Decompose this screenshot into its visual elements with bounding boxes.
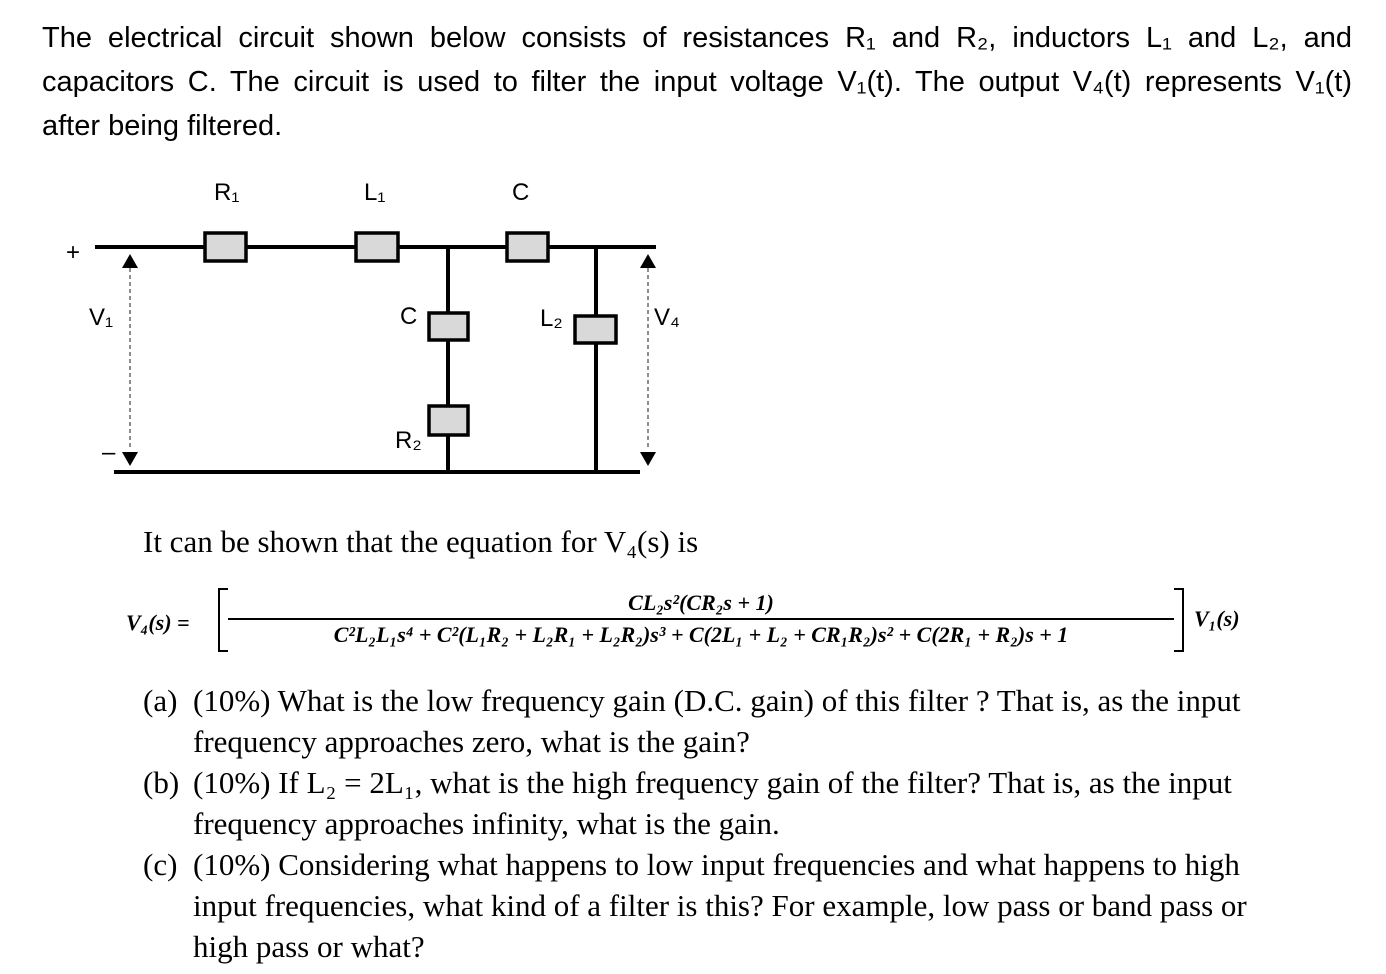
minus-sign: –	[102, 439, 116, 466]
l1-label: L₁	[364, 179, 385, 206]
question-line: input frequencies, what kind of a filter…	[193, 888, 1247, 923]
question-line: (10%) Considering what happens to low in…	[193, 847, 1240, 882]
question-line: (10%) What is the low frequency gain (D.…	[193, 683, 1241, 718]
l2-inductor	[573, 314, 618, 345]
r2-label: R₂	[395, 427, 422, 454]
question-body: (10%) What is the low frequency gain (D.…	[193, 680, 1343, 762]
r1-resistor	[203, 231, 248, 263]
question-body: (10%) Considering what happens to low in…	[193, 844, 1343, 967]
circuit-wires	[95, 245, 656, 474]
fraction-bar	[228, 618, 1174, 620]
c-series-label: C	[512, 179, 529, 206]
question-line: frequency approaches zero, what is the g…	[193, 724, 750, 759]
question-line: high pass or what?	[193, 929, 425, 964]
intro-line-1: The electrical circuit shown below consi…	[42, 22, 1352, 54]
input-arrow-up-icon	[122, 254, 138, 268]
question-letter: (b)	[143, 765, 180, 800]
question-a: (a) (10%) What is the low frequency gain…	[143, 680, 1343, 762]
l2-label: L₂	[540, 305, 563, 332]
circuit-diagram: R₁ L₁ C C R₂ L₂ + – V₁ V₄	[66, 179, 680, 474]
c-shunt-capacitor	[427, 311, 470, 342]
right-bracket	[1174, 588, 1184, 652]
output-arrow-up-icon	[640, 254, 656, 268]
question-letter: (a)	[143, 683, 178, 718]
equation-intro: It can be shown that the equation for V₄…	[143, 524, 699, 559]
c-series-capacitor	[505, 231, 550, 263]
equation-rhs: V₁(s)	[1194, 606, 1240, 631]
plus-sign: +	[66, 239, 80, 266]
equation-lhs: V₄(s) =	[126, 610, 190, 635]
left-bracket	[218, 588, 228, 652]
equation-fraction: CL₂s²(CR₂s + 1) C²L₂L₁s⁴ + C²(L₁R₂ + L₂R…	[228, 588, 1174, 650]
c-shunt-label: C	[400, 303, 417, 330]
question-line: frequency approaches infinity, what is t…	[193, 806, 780, 841]
intro-line-3: after being filtered.	[42, 110, 283, 142]
v1-label: V₁	[89, 304, 113, 331]
question-line: (10%) If L₂ = 2L₁, what is the high freq…	[193, 765, 1232, 800]
question-list: (a) (10%) What is the low frequency gain…	[143, 680, 1343, 967]
input-arrow-down-icon	[122, 452, 138, 466]
question-c: (c) (10%) Considering what happens to lo…	[143, 844, 1343, 967]
question-b: (b) (10%) If L₂ = 2L₁, what is the high …	[143, 762, 1343, 844]
intro-line-2: capacitors C. The circuit is used to fil…	[42, 66, 1352, 98]
l1-inductor	[354, 231, 400, 263]
problem-intro: The electrical circuit shown below consi…	[42, 16, 1352, 148]
question-letter: (c)	[143, 847, 178, 882]
equation-denominator: C²L₂L₁s⁴ + C²(L₁R₂ + L₂R₁ + L₂R₂)s³ + C(…	[333, 622, 1069, 647]
output-arrow-down-icon	[640, 452, 656, 466]
v4-label: V₄	[654, 304, 680, 331]
question-body: (10%) If L₂ = 2L₁, what is the high freq…	[193, 762, 1343, 844]
transfer-function-equation: V₄(s) = CL₂s²(CR₂s + 1) C²L₂L₁s⁴ + C²(L₁…	[126, 586, 1266, 666]
equation-numerator: CL₂s²(CR₂s + 1)	[628, 590, 774, 615]
r1-label: R₁	[214, 179, 239, 206]
r2-resistor	[427, 404, 470, 437]
